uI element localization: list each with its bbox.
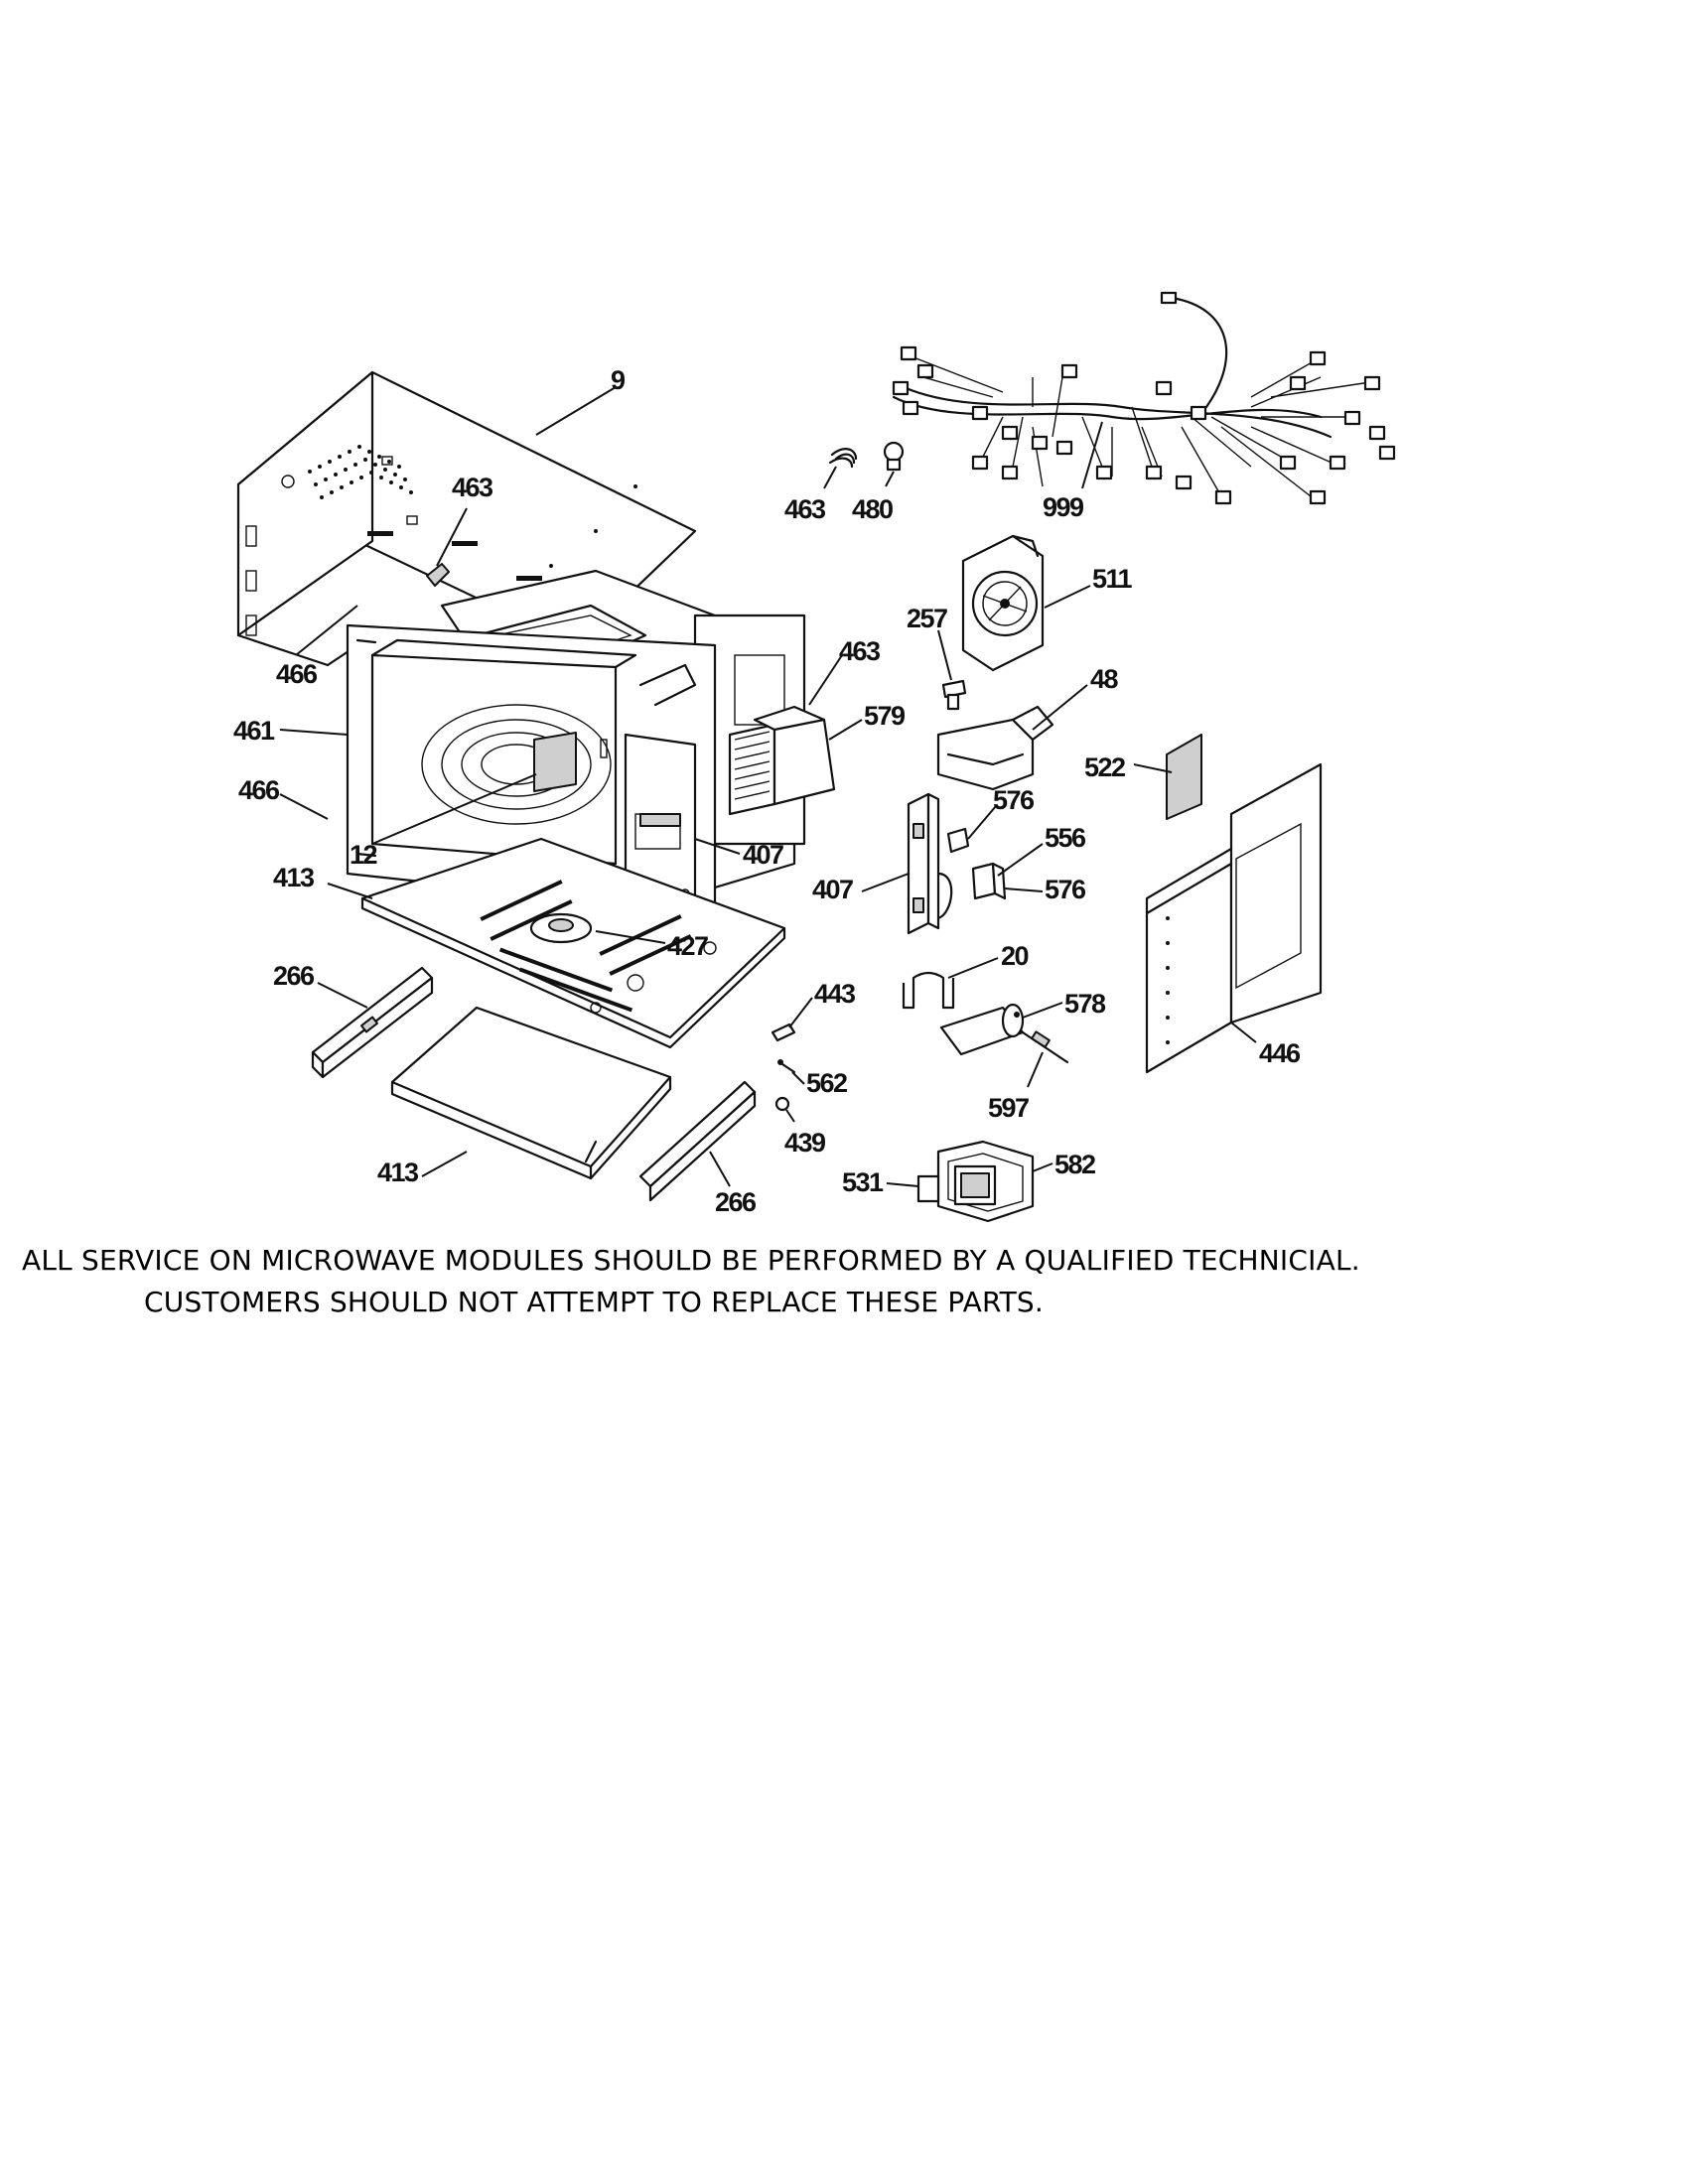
part-magnetron — [728, 705, 836, 816]
part-front-frame — [346, 623, 717, 915]
callout-9: 9 — [611, 365, 626, 395]
callout-463-clip: 463 — [784, 494, 826, 524]
service-warning-line-2: CUSTOMERS SHOULD NOT ATTEMPT TO REPLACE … — [144, 1286, 1044, 1318]
callout-576-lower: 576 — [1045, 875, 1086, 904]
callout-461: 461 — [233, 716, 275, 746]
part-lamp-socket — [941, 679, 967, 711]
part-latch-board — [907, 792, 953, 935]
callout-257: 257 — [907, 604, 947, 633]
part-transformer — [936, 1140, 1035, 1223]
part-switch-556 — [971, 862, 1007, 900]
callout-480: 480 — [852, 494, 893, 524]
callout-48: 48 — [1090, 664, 1119, 694]
part-531 — [916, 1174, 940, 1203]
part-439 — [774, 1096, 790, 1112]
part-443 — [771, 1023, 796, 1042]
part-clip-463-top — [426, 563, 450, 587]
part-bottom-plate — [360, 837, 786, 1049]
part-cap-bracket — [902, 971, 955, 1010]
callout-443: 443 — [814, 979, 856, 1009]
part-wire-harness — [892, 291, 1396, 505]
callout-463-magnetron: 463 — [839, 636, 881, 666]
callout-582: 582 — [1054, 1150, 1095, 1179]
case-vent-holes — [308, 445, 413, 499]
part-562 — [777, 1059, 796, 1074]
callout-407-right: 407 — [812, 875, 853, 904]
leader-lines — [279, 386, 1257, 1187]
service-warning-line-1: ALL SERVICE ON MICROWAVE MODULES SHOULD … — [22, 1244, 1360, 1277]
part-clip-463 — [828, 448, 858, 469]
part-air-guide — [936, 705, 1054, 791]
callout-446: 446 — [1259, 1038, 1301, 1068]
callout-466-lower: 466 — [238, 775, 280, 805]
callout-20: 20 — [1001, 941, 1029, 971]
callout-597: 597 — [988, 1093, 1029, 1123]
callout-413-lower: 413 — [377, 1158, 419, 1187]
part-rail-right — [638, 1080, 757, 1202]
callout-266-right: 266 — [715, 1187, 757, 1217]
part-rail-left — [311, 966, 434, 1079]
part-lower-tray — [390, 1006, 672, 1180]
part-lamp-480 — [883, 441, 905, 472]
callout-999: 999 — [1043, 492, 1084, 522]
part-switch-576-top — [946, 827, 970, 854]
part-diode — [1021, 1030, 1069, 1064]
part-filter — [1166, 734, 1202, 820]
part-capacitor — [939, 1003, 1025, 1056]
callout-511: 511 — [1092, 564, 1133, 594]
callout-579: 579 — [864, 701, 906, 731]
callout-labels: 9 463 463 480 999 466 461 466 12 413 407… — [233, 365, 1303, 1217]
callout-556: 556 — [1045, 823, 1086, 853]
callout-413-upper: 413 — [273, 863, 315, 892]
callout-407-left: 407 — [743, 840, 783, 870]
callout-427: 427 — [667, 931, 708, 961]
callout-463-case: 463 — [452, 473, 493, 502]
callout-578: 578 — [1064, 989, 1106, 1019]
callout-12: 12 — [350, 840, 377, 870]
callout-576-upper: 576 — [993, 785, 1035, 815]
part-side-panel — [1145, 762, 1323, 1074]
part-fan-motor — [961, 534, 1045, 672]
callout-266-left: 266 — [273, 961, 315, 991]
callout-531: 531 — [842, 1167, 884, 1197]
callout-522: 522 — [1084, 752, 1125, 782]
callout-439: 439 — [784, 1128, 826, 1158]
callout-466-upper: 466 — [276, 659, 318, 689]
callout-562: 562 — [806, 1068, 847, 1098]
